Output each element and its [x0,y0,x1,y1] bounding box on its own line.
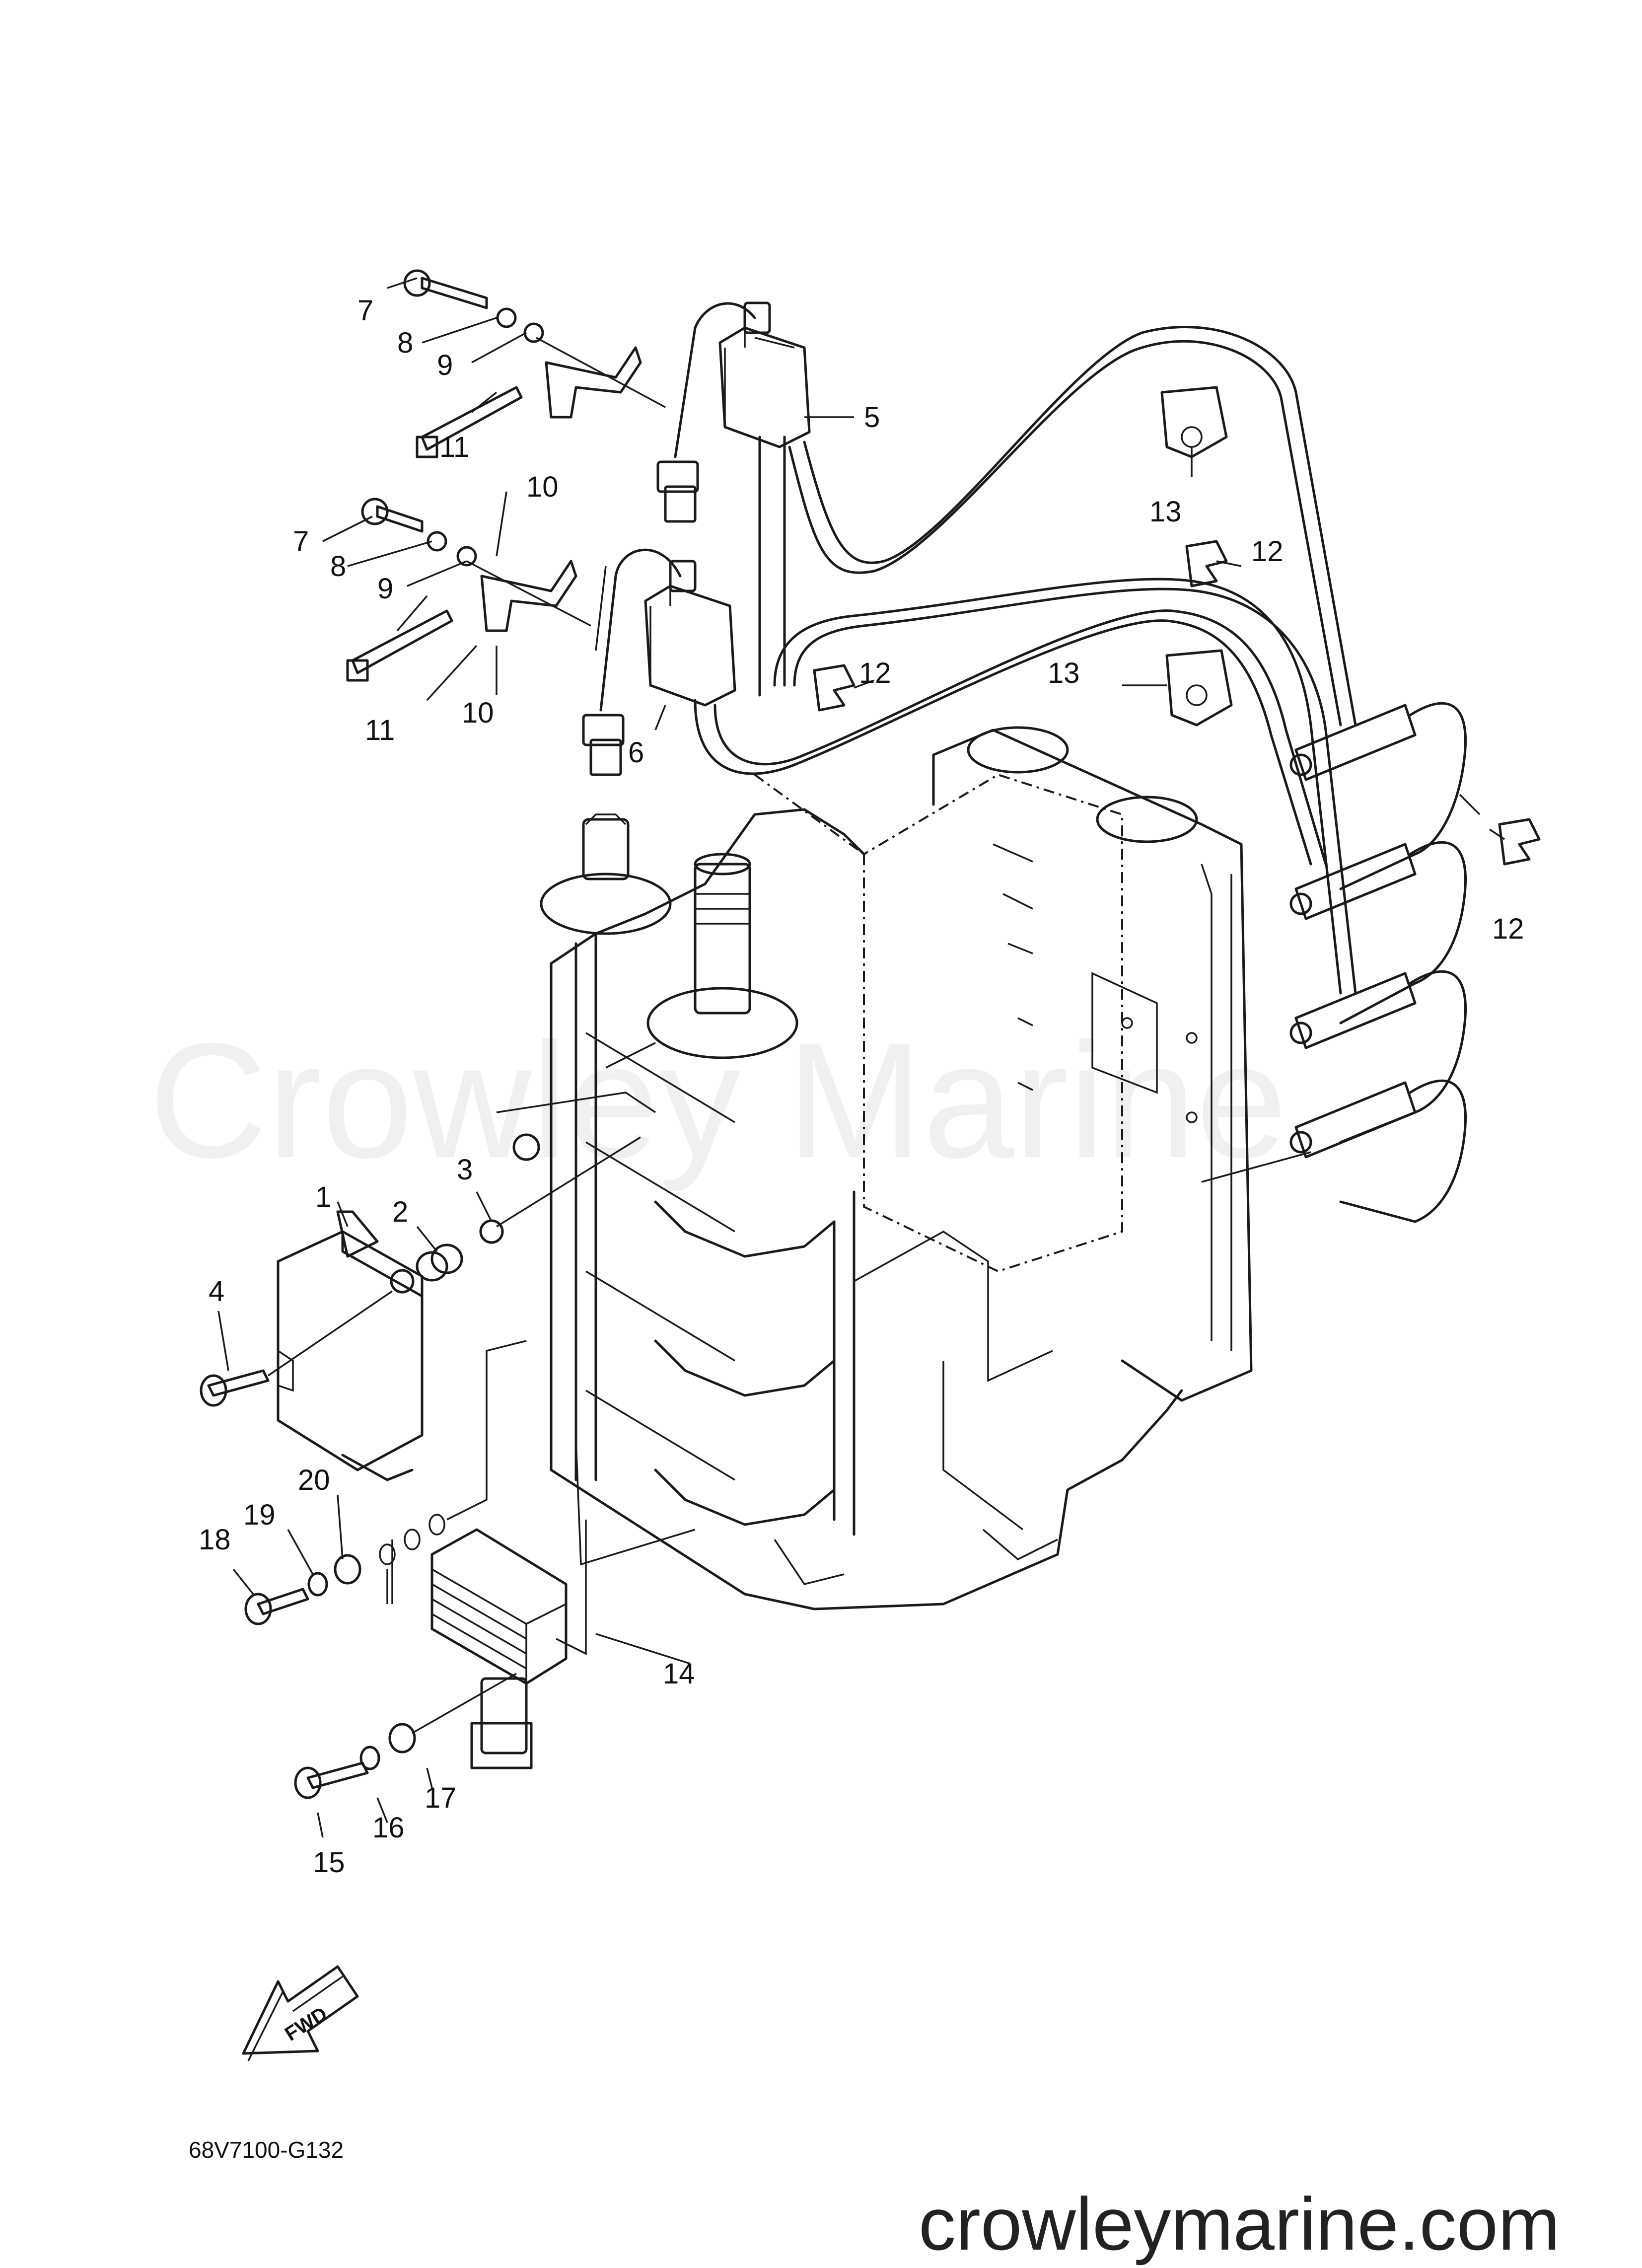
callout-8: 8 [330,550,346,583]
cdi-unit [200,1136,641,1481]
callout-labels: 7 8 9 11 10 5 13 12 7 8 9 12 13 10 11 6 … [199,294,1524,1879]
callout-17: 17 [425,1782,457,1814]
cord-clamps [813,386,1541,866]
callout-18: 18 [199,1524,231,1556]
ignition-coil-lower [582,548,736,776]
callout-12: 12 [1251,535,1284,568]
callout-10: 10 [526,471,559,503]
callout-14: 14 [663,1658,695,1690]
leader-lines [217,277,1505,1838]
callout-7: 7 [293,525,309,558]
fwd-label: FWD [281,2003,331,2046]
callout-9: 9 [377,573,393,605]
rectifier-regulator [244,1340,696,1799]
callout-7: 7 [357,294,373,327]
callout-9: 9 [437,349,453,381]
callout-2: 2 [392,1196,408,1228]
callout-11: 11 [439,431,469,463]
callout-20: 20 [298,1464,330,1496]
callout-19: 19 [243,1499,276,1531]
callout-12: 12 [859,657,891,689]
callout-6: 6 [628,736,644,769]
callout-3: 3 [457,1154,473,1186]
callout-4: 4 [209,1275,224,1308]
callout-5: 5 [864,401,880,434]
engine-block [496,726,1253,1610]
callout-12: 12 [1492,913,1524,945]
callout-8: 8 [397,327,413,359]
callout-13: 13 [1048,657,1080,689]
callout-10: 10 [462,697,494,729]
callout-11: 11 [365,714,395,746]
high-tension-cords [694,325,1467,1223]
ignition-coil-upper [656,301,811,697]
diagram-code: 68V7100-G132 [189,2137,344,2163]
callout-16: 16 [372,1812,405,1844]
site-url: crowleymarine.com [919,2182,1560,2266]
callout-15: 15 [313,1846,345,1879]
fwd-direction-arrow: FWD [242,1965,359,2061]
callout-13: 13 [1149,496,1182,528]
coil-brackets [346,269,666,682]
callout-1: 1 [315,1181,331,1213]
watermark: Crowley Marine [149,1009,1287,1193]
